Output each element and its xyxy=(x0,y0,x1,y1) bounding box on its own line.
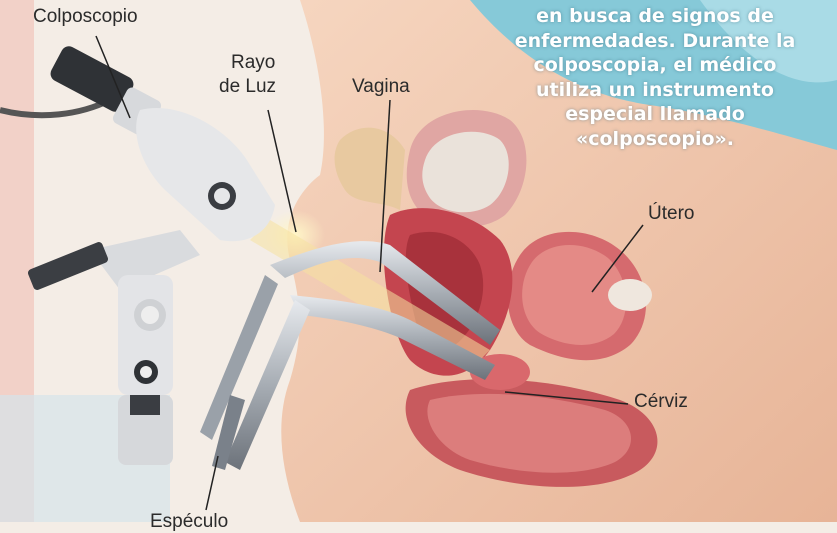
label-bottom-partial: Espéculo xyxy=(150,511,228,533)
colposcope-knob-inner xyxy=(214,188,230,204)
label-rayo-line2: de Luz xyxy=(219,76,276,98)
colposcope-base-dark xyxy=(130,395,160,415)
description-paragraph: en busca de signos de enfermedades. Dura… xyxy=(470,4,837,151)
colposcope-knob-inner xyxy=(141,306,159,324)
label-cervix: Cérviz xyxy=(634,391,688,413)
label-colposcopio: Colposcopio xyxy=(33,6,138,28)
colposcope-knob-inner xyxy=(140,366,152,378)
colposcopy-diagram: Colposcopio Rayo de Luz Vagina Útero Cér… xyxy=(0,0,837,522)
description-line: «colposcopio». xyxy=(470,127,837,152)
description-line: especial llamado xyxy=(470,102,837,127)
label-utero: Útero xyxy=(648,203,694,225)
description-line: enfermedades. Durante la xyxy=(470,29,837,54)
description-line: colposcopia, el médico xyxy=(470,53,837,78)
ovary xyxy=(608,279,652,311)
label-rayo-line1: Rayo xyxy=(231,52,275,74)
description-line: en busca de signos de xyxy=(470,4,837,29)
description-line: utiliza un instrumento xyxy=(470,78,837,103)
label-vagina: Vagina xyxy=(352,76,410,98)
